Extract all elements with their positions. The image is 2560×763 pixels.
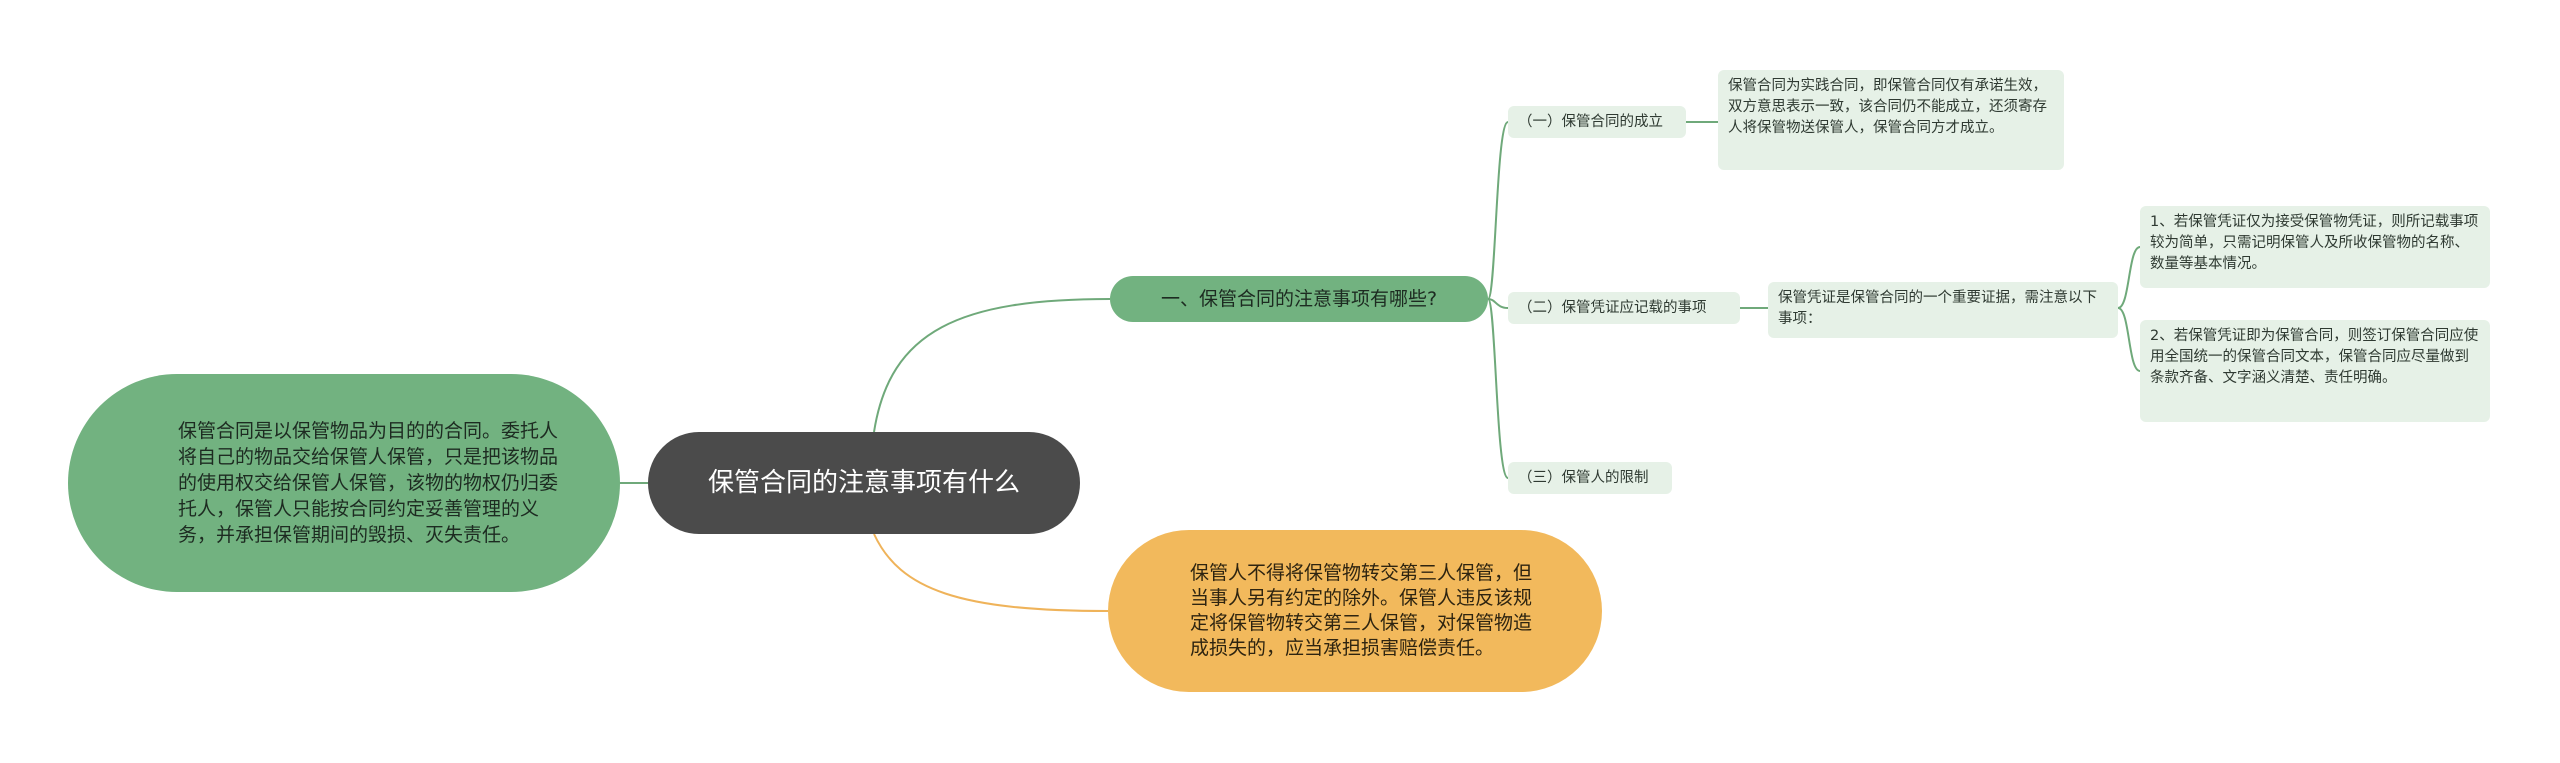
subtopic-voucher-label: （二）保管凭证应记载的事项 [1518,300,1707,316]
detail-voucher-item-1-text: 1、若保管凭证仅为接受保管物凭证，则所记载事项较为简单，只需记明保管人及所收保管… [2150,214,2479,272]
left-note-node[interactable]: 保管合同是以保管物品为目的的合同。委托人将自己的物品交给保管人保管，只是把该物品… [68,374,620,592]
detail-formation-text: 保管合同为实践合同，即保管合同仅有承诺生效，双方意思表示一致，该合同仍不能成立，… [1728,78,2047,136]
central-topic[interactable]: 保管合同的注意事项有什么 [648,432,1080,534]
subtopic-restriction[interactable]: （三）保管人的限制 [1508,462,1672,494]
central-topic-label: 保管合同的注意事项有什么 [707,468,1020,498]
detail-voucher-text: 保管凭证是保管合同的一个重要证据，需注意以下事项： [1778,290,2097,327]
subtopic-restriction-label: （三）保管人的限制 [1518,470,1649,486]
subtopic-formation-label: （一）保管合同的成立 [1518,114,1663,130]
branch-topic[interactable]: 一、保管合同的注意事项有哪些? [1110,276,1488,322]
link-branch-sub3 [1487,298,1509,479]
link-branch-sub2 [1487,298,1509,309]
branch-topic-label: 一、保管合同的注意事项有哪些? [1160,288,1438,310]
detail-formation[interactable]: 保管合同为实践合同，即保管合同仅有承诺生效，双方意思表示一致，该合同仍不能成立，… [1718,70,2064,170]
right-note-text: 保管人不得将保管物转交第三人保管，但当事人另有约定的除外。保管人违反该规定将保管… [1190,562,1533,659]
right-note-node[interactable]: 保管人不得将保管物转交第三人保管，但当事人另有约定的除外。保管人违反该规定将保管… [1108,530,1602,692]
link-branch-sub1 [1487,121,1509,300]
link-detail2-subitem2 [2117,307,2141,372]
link-detail2-subitem1 [2117,246,2141,309]
detail-voucher-item-2-text: 2、若保管凭证即为保管合同，则签订保管合同应使用全国统一的保管合同文本，保管合同… [2150,328,2479,386]
link-root-orange [873,533,1109,612]
detail-voucher[interactable]: 保管凭证是保管合同的一个重要证据，需注意以下事项： [1768,282,2118,338]
left-note-text: 保管合同是以保管物品为目的的合同。委托人将自己的物品交给保管人保管，只是把该物品… [178,420,559,546]
detail-voucher-item-2[interactable]: 2、若保管凭证即为保管合同，则签订保管合同应使用全国统一的保管合同文本，保管合同… [2140,320,2490,422]
subtopic-formation[interactable]: （一）保管合同的成立 [1508,106,1686,138]
detail-voucher-item-1[interactable]: 1、若保管凭证仅为接受保管物凭证，则所记载事项较为简单，只需记明保管人及所收保管… [2140,206,2490,288]
link-root-branch [873,298,1111,433]
subtopic-voucher[interactable]: （二）保管凭证应记载的事项 [1508,292,1740,324]
